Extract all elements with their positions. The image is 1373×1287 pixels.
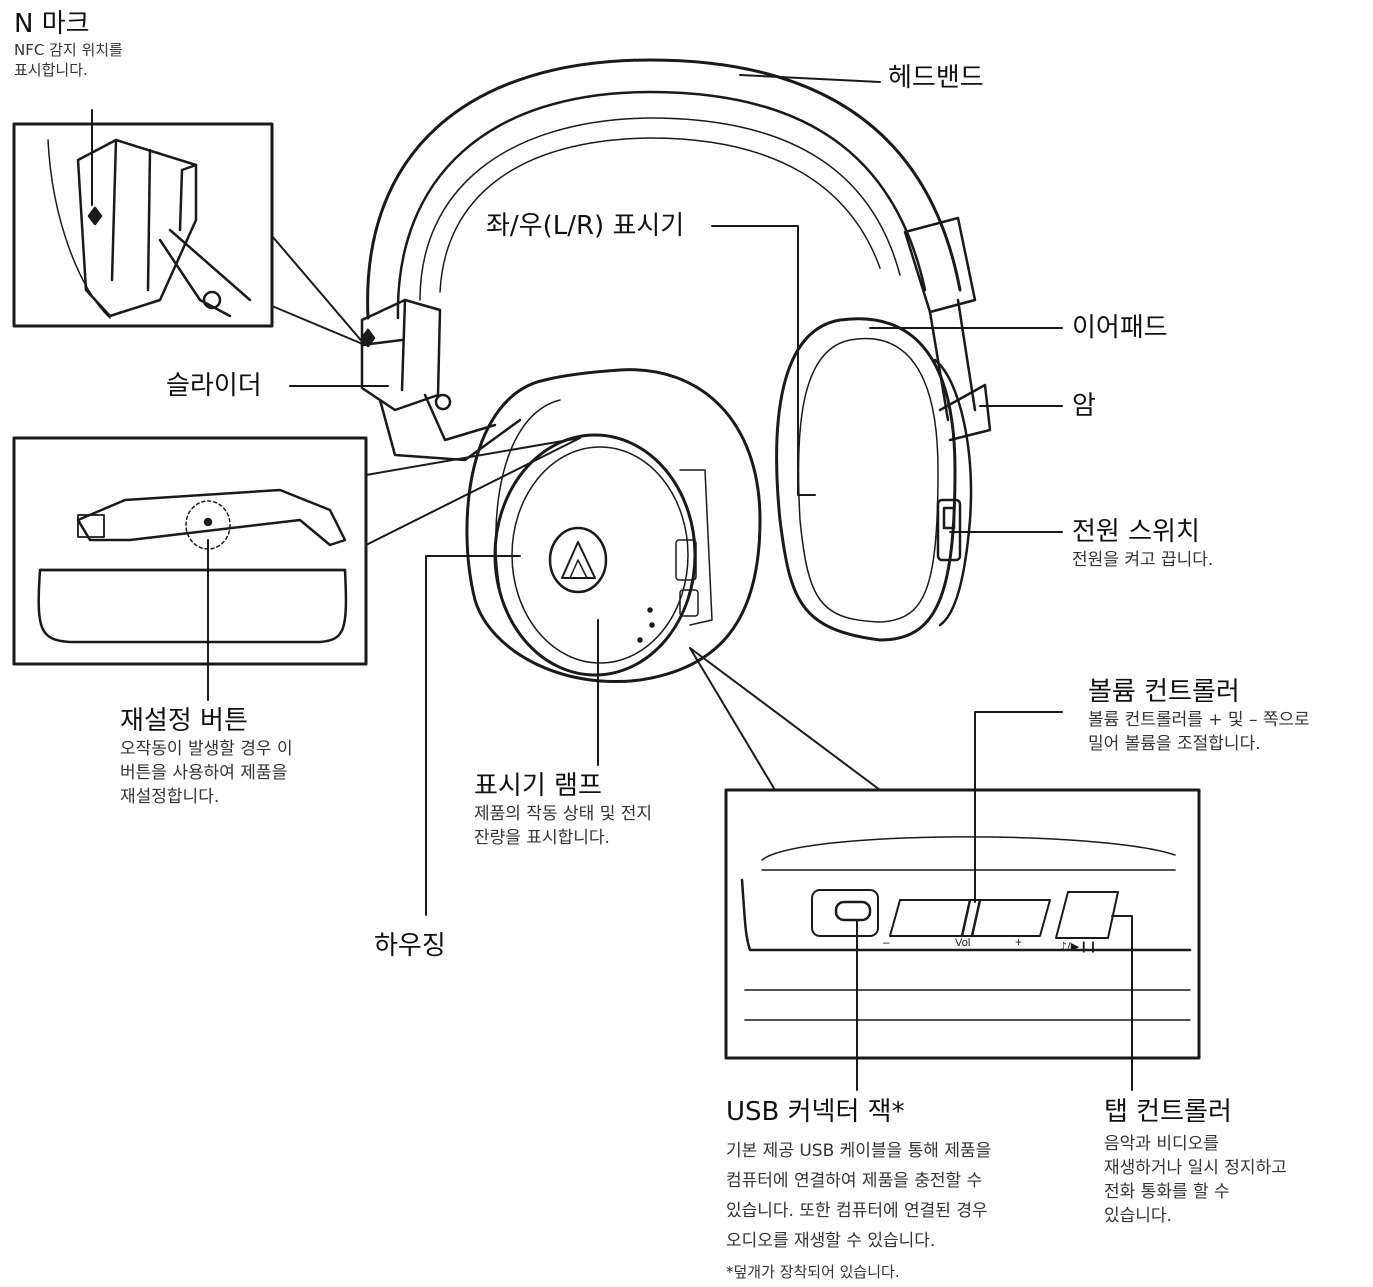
left-slider-drawing	[360, 298, 522, 462]
n-mark-desc-1: NFC 감지 위치를	[14, 41, 123, 59]
controls-inset	[689, 647, 1201, 1060]
left-earcup-drawing	[465, 368, 762, 683]
tap-controller-desc-4: 있습니다.	[1104, 1206, 1172, 1226]
indicator-lamp-label: 표시기 램프 제품의 작동 상태 및 전지 잔량을 표시합니다.	[474, 770, 652, 850]
indicator-lamp-desc-2: 잔량을 표시합니다.	[474, 828, 610, 848]
volume-controller-label: 볼륨 컨트롤러 볼륨 컨트롤러를 + 및 – 쪽으로 밀어 볼륨을 조절합니다.	[1088, 676, 1310, 756]
usb-jack-title: USB 커넥터 잭*	[726, 1097, 905, 1127]
lr-indicator-label: 좌/우(L/R) 표시기	[486, 211, 685, 241]
headband-label: 헤드밴드	[888, 63, 984, 93]
power-switch-desc: 전원을 켜고 끕니다.	[1072, 550, 1214, 570]
indicator-lamp-desc-1: 제품의 작동 상태 및 전지	[474, 804, 653, 824]
reset-button-title: 재설정 버튼	[120, 706, 248, 736]
usb-jack-note: *덮개가 장착되어 있습니다.	[726, 1263, 900, 1281]
usb-jack-desc-1: 기본 제공 USB 케이블을 통해 제품을	[726, 1141, 992, 1161]
volume-controller-desc-1: 볼륨 컨트롤러를 + 및 – 쪽으로	[1088, 710, 1310, 730]
arm-label: 암	[1072, 391, 1096, 421]
volume-controller-title: 볼륨 컨트롤러	[1088, 677, 1240, 707]
headband-drawing	[366, 58, 977, 422]
indicator-lamp-title: 표시기 램프	[474, 771, 602, 801]
tap-controller-desc-2: 재생하거나 일시 정지하고	[1104, 1158, 1287, 1178]
usb-jack-label: USB 커넥터 잭* 기본 제공 USB 케이블을 통해 제품을 컴퓨터에 연결…	[726, 1096, 991, 1282]
reset-button-label: 재설정 버튼 오작동이 발생할 경우 이 버튼을 사용하여 제품을 재설정합니다…	[120, 705, 293, 809]
vol-plus-label: +	[1015, 935, 1022, 949]
vol-label: Vol	[955, 937, 970, 949]
usb-jack-desc-2: 컴퓨터에 연결하여 제품을 충전할 수	[726, 1171, 983, 1191]
tap-icon: ♪/▶❙❙	[1060, 940, 1098, 953]
usb-jack-desc-4: 오디오를 재생할 수 있습니다.	[726, 1231, 936, 1251]
tap-controller-desc-3: 전화 통화를 할 수	[1104, 1182, 1230, 1202]
leader-lines	[91, 74, 1133, 1091]
reset-button-desc-3: 재설정합니다.	[120, 787, 220, 807]
reset-button-desc-1: 오작동이 발생할 경우 이	[120, 739, 293, 759]
n-mark-title: N 마크	[14, 9, 90, 39]
n-mark-desc-2: 표시합니다.	[14, 61, 88, 79]
reset-button-desc-2: 버튼을 사용하여 제품을	[120, 763, 288, 783]
power-switch-title: 전원 스위치	[1072, 517, 1200, 547]
n-mark-inset	[12, 122, 366, 346]
housing-label: 하우징	[374, 931, 446, 961]
power-switch-label: 전원 스위치 전원을 켜고 끕니다.	[1072, 516, 1213, 572]
usb-jack-desc-3: 있습니다. 또한 컴퓨터에 연결된 경우	[726, 1201, 988, 1221]
slider-label: 슬라이더	[166, 371, 262, 401]
n-mark-label: N 마크 NFC 감지 위치를 표시합니다.	[14, 8, 123, 80]
earpad-label: 이어패드	[1072, 313, 1168, 343]
tap-controller-label: 탭 컨트롤러 음악과 비디오를 재생하거나 일시 정지하고 전화 통화를 할 수…	[1104, 1096, 1287, 1228]
tap-controller-title: 탭 컨트롤러	[1104, 1097, 1232, 1127]
right-earcup-drawing	[775, 317, 992, 642]
tap-controller-desc-1: 음악과 비디오를	[1104, 1134, 1219, 1154]
vol-minus-label: –	[883, 935, 890, 949]
volume-controller-desc-2: 밀어 볼륨을 조절합니다.	[1088, 734, 1261, 754]
